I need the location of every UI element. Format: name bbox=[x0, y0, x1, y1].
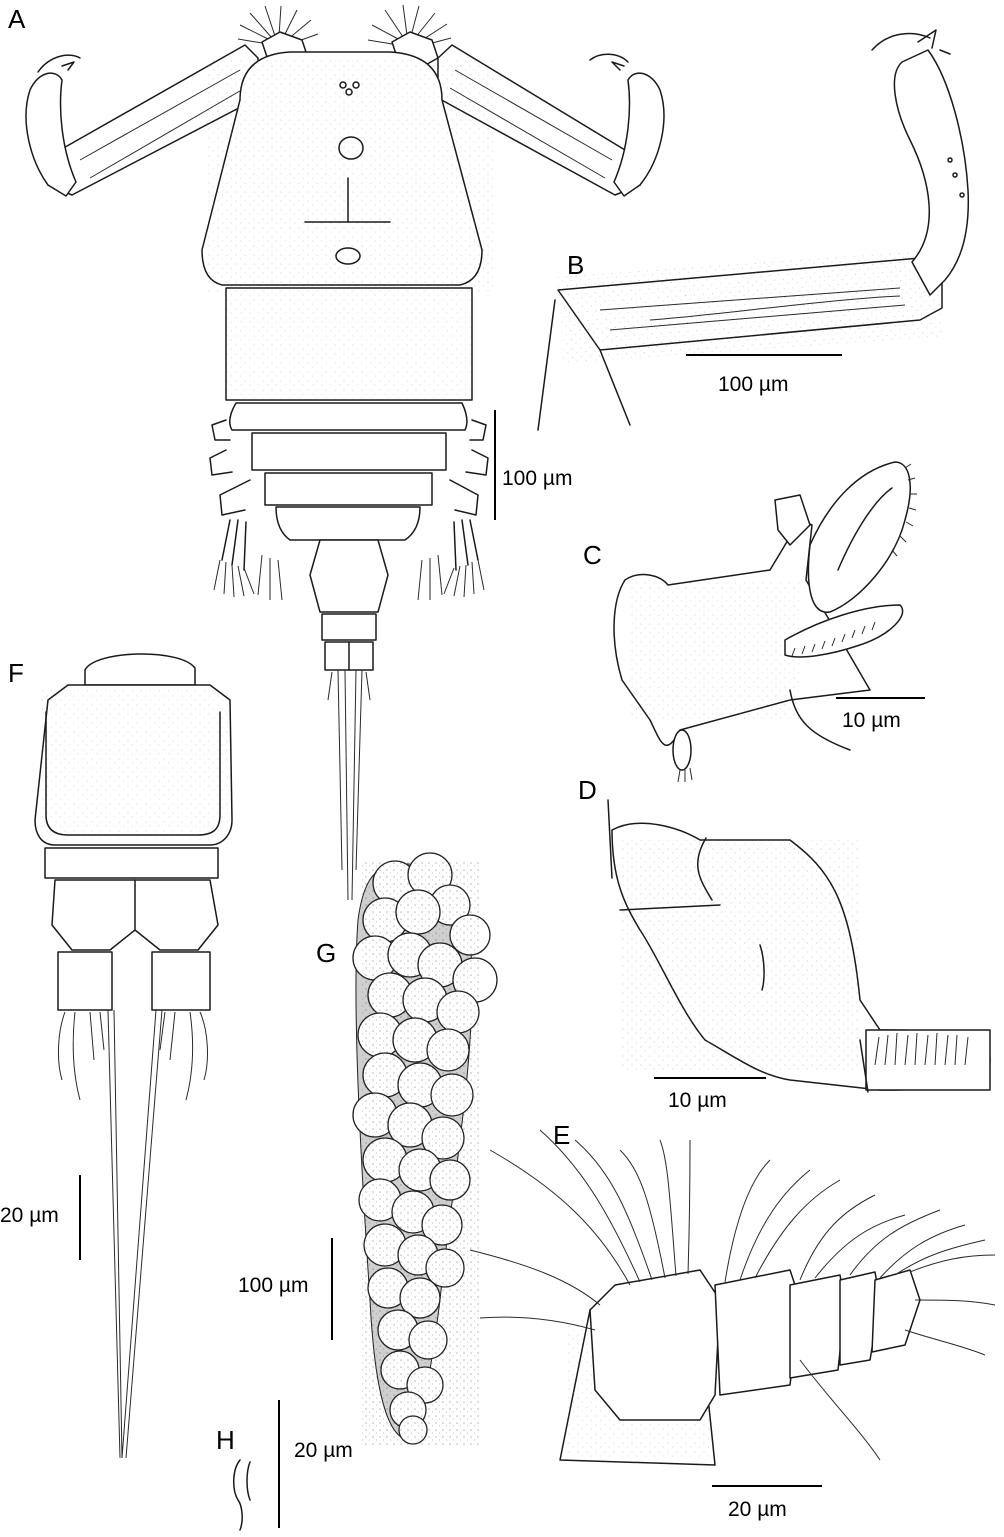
scale-label-c: 10 µm bbox=[842, 709, 901, 732]
panel-b-antenna bbox=[537, 29, 970, 431]
panel-label-b: B bbox=[567, 250, 585, 280]
panel-label-c: C bbox=[583, 540, 602, 570]
scale-label-h: 20 µm bbox=[294, 1439, 353, 1462]
panel-label-a: A bbox=[8, 4, 26, 34]
panel-label-f: F bbox=[8, 658, 24, 688]
panel-label-g: G bbox=[316, 938, 337, 968]
scale-label-e: 20 µm bbox=[728, 1498, 787, 1521]
panel-c-mouthpart bbox=[613, 461, 917, 783]
scale-label-a: 100 µm bbox=[502, 467, 573, 490]
panel-e-antennule bbox=[469, 1129, 996, 1466]
scale-label-f: 20 µm bbox=[0, 1204, 59, 1227]
scale-bars bbox=[79, 354, 925, 1528]
scale-label-d: 10 µm bbox=[668, 1089, 727, 1112]
panel-d-mouthpart bbox=[607, 799, 991, 1093]
scale-label-b: 100 µm bbox=[718, 373, 789, 396]
scale-label-g: 100 µm bbox=[238, 1274, 309, 1297]
panel-label-e: E bbox=[553, 1120, 571, 1150]
panel-label-h: H bbox=[216, 1425, 235, 1455]
panel-h-detail bbox=[233, 1459, 251, 1531]
panel-label-d: D bbox=[578, 775, 597, 805]
panel-g-egg-sac bbox=[352, 852, 498, 1445]
panel-f-urosome bbox=[34, 653, 233, 1459]
